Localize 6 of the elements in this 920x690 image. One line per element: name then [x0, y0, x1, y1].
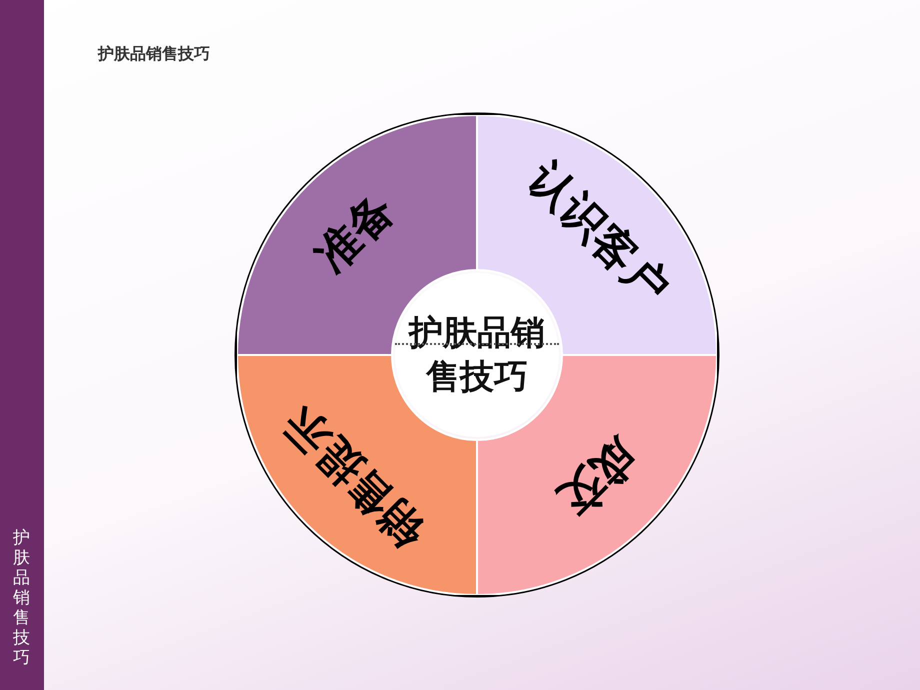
segment-label: 认识客户 [518, 152, 680, 316]
segment-label: 成交 [548, 426, 650, 528]
sidebar-title: 护肤品销售技巧 [13, 528, 31, 668]
page-title: 护肤品销售技巧 [98, 44, 210, 65]
segment-label: 准备 [304, 182, 406, 284]
segment-label: 销售提示 [274, 396, 436, 560]
